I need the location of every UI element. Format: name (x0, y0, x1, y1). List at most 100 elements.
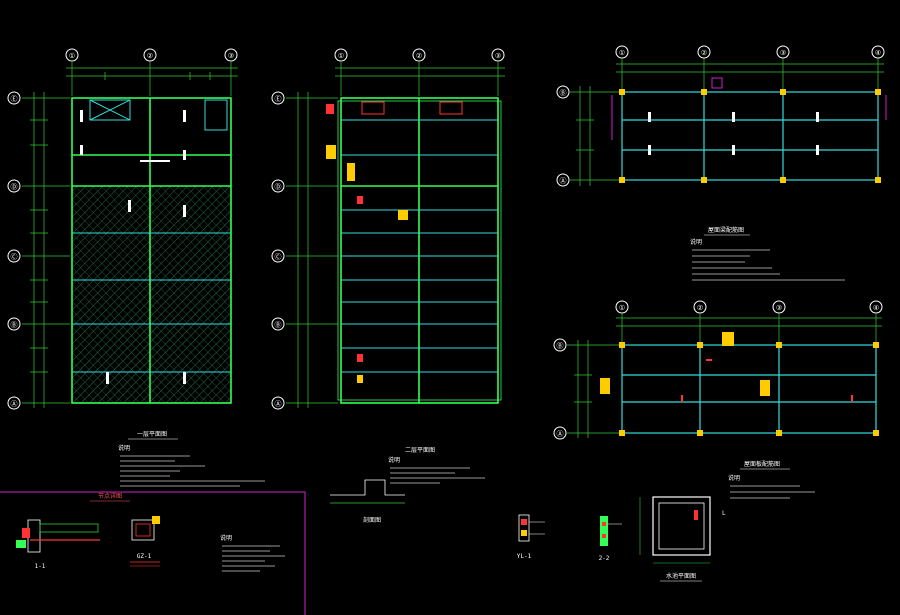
axis-bubble (271, 91, 285, 105)
axis-label: ① (69, 52, 75, 60)
plan-1: ① ② ③ Ⓔ Ⓓ Ⓒ Ⓑ Ⓐ (7, 48, 238, 410)
plan-1-beams (72, 99, 231, 373)
detail-notes-title: 说明 (220, 534, 232, 542)
axis-bubble (553, 338, 567, 352)
plan-3-dimensions (570, 58, 884, 186)
axis-label: Ⓑ (275, 321, 282, 329)
axis-label: ① (338, 52, 344, 60)
plan-2-dimensions (286, 62, 505, 408)
axis-label: Ⓔ (11, 95, 18, 103)
plan-4-beams (621, 344, 877, 434)
axis-label: ① (619, 49, 625, 57)
axis-bubble (65, 48, 79, 62)
notes-lines (222, 545, 285, 572)
section-a-label: 剖面图 (363, 516, 381, 524)
plan-3-row-axes: Ⓑ Ⓐ (556, 85, 570, 187)
axis-label: ③ (495, 52, 501, 60)
plan-1-col-axes: ① ② ③ (65, 48, 238, 62)
axis-label: Ⓐ (557, 430, 564, 438)
detail-frame-title: 节点详图 (98, 492, 122, 500)
section-b: YL-1 (517, 514, 545, 560)
axis-bubble (271, 249, 285, 263)
axis-label: ② (697, 304, 703, 312)
plan-2-col-axes: ① ② ③ (334, 48, 505, 62)
plan-3-columns (619, 89, 881, 183)
axis-bubble (491, 48, 505, 62)
plan-3-title: 屋面梁配筋图 (708, 226, 744, 234)
notes-lines (120, 455, 265, 487)
plan-3-beams (621, 91, 879, 181)
plan-3-edge (611, 77, 887, 140)
axis-bubble (143, 48, 157, 62)
axis-bubble (224, 48, 238, 62)
plan-4-row-axes: Ⓑ Ⓐ (553, 338, 567, 440)
axis-bubble (7, 91, 21, 105)
axis-label: ② (416, 52, 422, 60)
plan-1-notes: 一层平面图 说明 (118, 431, 265, 487)
plan-2-notes: 二层平面图 说明 剖面图 (330, 447, 485, 524)
tank-plan: L 水池平面图 (639, 496, 726, 582)
section-c: 2-2 (599, 516, 622, 562)
axis-bubble (334, 48, 348, 62)
axis-label: Ⓑ (557, 342, 564, 350)
axis-label: ② (701, 49, 707, 57)
plan-2: ① ② ③ Ⓔ Ⓓ Ⓒ Ⓑ Ⓐ (271, 48, 505, 410)
plan-4-rebar-tags (600, 332, 853, 402)
axis-label: Ⓑ (11, 321, 18, 329)
axis-label: ③ (228, 52, 234, 60)
section-c-label: 2-2 (599, 555, 610, 562)
axis-bubble (556, 173, 570, 187)
axis-label: Ⓐ (11, 400, 18, 408)
axis-bubble (7, 179, 21, 193)
notes-lines (390, 467, 485, 484)
axis-bubble (412, 48, 426, 62)
tank-dim-note: L (722, 510, 726, 517)
plan-1-title: 一层平面图 (137, 431, 167, 438)
plan-3-notes-title: 说明 (690, 238, 702, 246)
plan-1-notes-title: 说明 (118, 444, 130, 452)
axis-label: ④ (875, 49, 881, 57)
axis-label: ② (147, 52, 153, 60)
axis-bubble (7, 396, 21, 410)
plan-1-marks (80, 110, 186, 384)
plan-4-notes-title: 说明 (728, 474, 740, 482)
axis-label: ③ (780, 49, 786, 57)
plan-1-dimensions (22, 62, 238, 408)
detail-a-label: 1-1 (35, 563, 46, 570)
plan-3: ① ② ③ ④ Ⓑ Ⓐ (556, 45, 887, 281)
axis-bubble (271, 317, 285, 331)
plan-4-columns (619, 342, 879, 436)
plan-4-col-axes: ① ② ③ ④ (615, 300, 883, 314)
hatched-slab-area (72, 186, 231, 403)
axis-bubble (7, 249, 21, 263)
axis-label: Ⓑ (560, 89, 567, 97)
section-profile (330, 479, 405, 504)
section-b-label: YL-1 (517, 553, 532, 560)
axis-label: ③ (776, 304, 782, 312)
axis-label: ① (619, 304, 625, 312)
detail-b: GZ-1 (130, 516, 160, 567)
axis-bubble (271, 396, 285, 410)
plan-2-walls (337, 97, 502, 404)
axis-bubble (7, 317, 21, 331)
plan-2-notes-title: 说明 (388, 456, 400, 464)
axis-label: Ⓓ (275, 183, 282, 191)
plan-4-dimensions (567, 313, 882, 438)
axis-bubble (271, 179, 285, 193)
axis-bubble (553, 426, 567, 440)
plan-2-row-axes: Ⓔ Ⓓ Ⓒ Ⓑ Ⓐ (271, 91, 285, 410)
plan-4-title: 屋面板配筋图 (744, 460, 780, 468)
detail-a: 1-1 (16, 519, 100, 570)
axis-label: ④ (873, 304, 879, 312)
plan-3-col-axes: ① ② ③ ④ (615, 45, 885, 59)
axis-label: Ⓓ (11, 183, 18, 191)
plan-1-walls (71, 97, 232, 404)
plan-2-title: 二层平面图 (405, 447, 435, 454)
tank-title: 水池平面图 (666, 572, 696, 580)
axis-label: Ⓔ (275, 95, 282, 103)
axis-bubble (556, 85, 570, 99)
detail-frame: 节点详图 1-1 GZ-1 说明 (0, 491, 306, 615)
plan-1-row-axes: Ⓔ Ⓓ Ⓒ Ⓑ Ⓐ (7, 91, 21, 410)
plan-2-rebar-tags (326, 101, 463, 383)
